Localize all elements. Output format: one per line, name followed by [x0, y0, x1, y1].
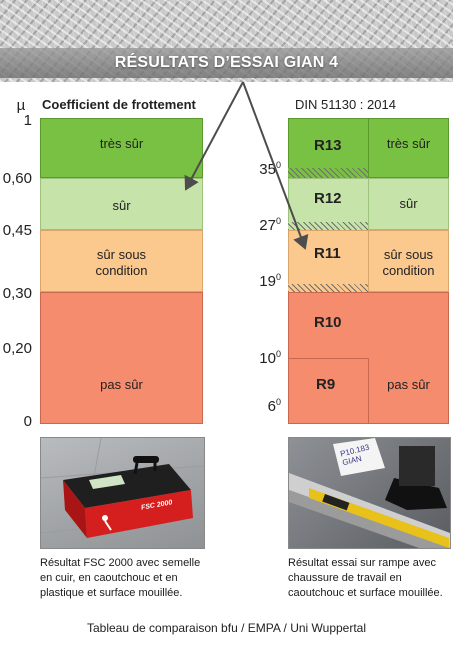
tick-060: 0,60 — [2, 170, 32, 187]
title-banner: RÉSULTATS D’ESSAI GIAN 4 — [0, 48, 453, 78]
zone-label-very-safe: très sûr — [99, 136, 144, 151]
tick-0: 0 — [23, 413, 32, 430]
zone-unsafe — [40, 292, 203, 424]
zone-very-safe — [40, 118, 203, 178]
zone-label-safe: sûr — [399, 196, 418, 211]
class-r11: R11 — [314, 245, 341, 262]
transition-hatch-r12 — [288, 222, 368, 230]
divider — [368, 358, 369, 424]
ramp-test-illustration — [289, 438, 450, 548]
arrow-to-safe — [184, 81, 244, 191]
class-r9: R9 — [316, 376, 336, 393]
transition-hatch-r11 — [288, 284, 368, 292]
divider — [368, 118, 369, 178]
class-r12: R12 — [314, 190, 342, 207]
divider — [368, 230, 369, 292]
tick-030: 0,30 — [2, 285, 32, 302]
left-caption: Résultat FSC 2000 avec semelle en cuir, … — [40, 557, 201, 599]
tick-020: 0,20 — [2, 340, 32, 357]
angle-tick-27: 270 — [259, 216, 281, 234]
arrow-to-r11 — [242, 81, 309, 250]
angle-tick-6: 60 — [267, 397, 281, 415]
class-r13: R13 — [314, 137, 342, 154]
zone-label-very-safe: très sûr — [386, 136, 431, 151]
photo-fsc2000: FSC 2000 — [40, 437, 205, 549]
zone-conditional — [40, 230, 203, 292]
angle-tick-35: 350 — [259, 160, 281, 178]
zone-label-safe: sûr — [112, 198, 131, 213]
left-column-title: Coefficient de frottement — [42, 97, 196, 112]
r10-r9-divider — [288, 358, 368, 359]
fsc2000-device-illustration — [41, 438, 204, 548]
right-caption: Résultat essai sur rampe avec chaussure … — [288, 557, 443, 599]
page-title: RÉSULTATS D’ESSAI GIAN 4 — [114, 54, 339, 71]
zone-label-conditional-line2: condition — [95, 263, 148, 278]
tick-045: 0,45 — [2, 222, 32, 239]
mu-symbol: µ — [16, 97, 26, 114]
tick-1: 1 — [23, 112, 32, 129]
zone-label-conditional-line1: sûr sous — [96, 247, 147, 262]
zone-safe — [40, 178, 203, 230]
divider — [368, 178, 369, 230]
angle-tick-19: 190 — [259, 272, 281, 290]
footer-source: Tableau de comparaison bfu / EMPA / Uni … — [86, 621, 367, 635]
right-column-title: DIN 51130 : 2014 — [295, 97, 396, 112]
friction-scale: très sûr sûr sûr sous condition pas sûr — [40, 118, 203, 424]
class-r10: R10 — [314, 314, 342, 331]
zone-label-conditional-line1: sûr sous — [383, 247, 434, 262]
transition-hatch-r13 — [288, 168, 368, 178]
photo-ramp-test: P10.183 GIAN — [288, 437, 451, 549]
zone-label-unsafe: pas sûr — [387, 377, 430, 392]
din-scale: R13 R12 R11 R10 R9 très sûr sûr sûr sous… — [288, 118, 449, 424]
zone-label-unsafe: pas sûr — [100, 377, 143, 392]
angle-tick-10: 100 — [259, 349, 281, 367]
zone-label-conditional-line2: condition — [382, 263, 435, 278]
